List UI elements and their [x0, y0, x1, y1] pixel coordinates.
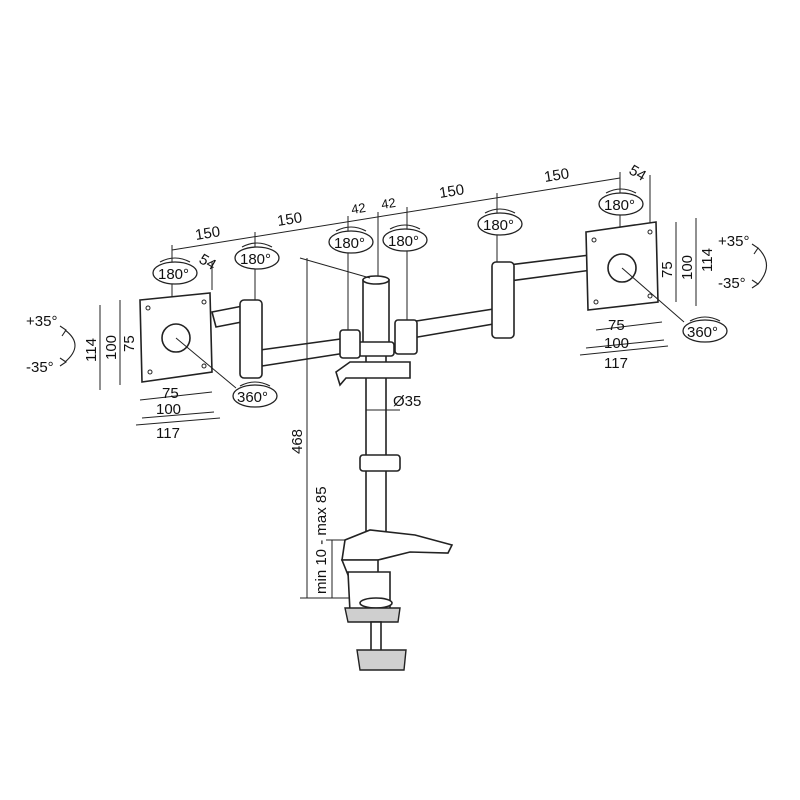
left-vesa-100-h: 100	[156, 401, 181, 418]
left-arm	[211, 299, 361, 379]
rotation-badge-360-right: 360°	[621, 267, 728, 343]
right-vesa-114-v: 114	[699, 248, 716, 272]
right-arm	[394, 254, 593, 355]
left-vesa-75-v: 75	[121, 335, 138, 352]
dim-150-c: 150	[438, 181, 465, 202]
svg-text:180°: 180°	[240, 251, 271, 268]
svg-text:180°: 180°	[483, 217, 514, 234]
tilt-right-down: -35°	[718, 275, 746, 292]
right-vesa-75-v: 75	[659, 261, 676, 278]
right-vesa-100-v: 100	[679, 255, 696, 280]
left-vesa-75-h: 75	[162, 385, 179, 402]
right-vesa-100-h: 100	[604, 335, 629, 352]
height-468: 468	[289, 429, 306, 454]
height-dimension-lines	[299, 257, 400, 599]
svg-text:360°: 360°	[237, 389, 268, 406]
left-vesa-100-v: 100	[103, 335, 120, 360]
left-vesa-117-h: 117	[156, 425, 180, 442]
svg-text:180°: 180°	[604, 197, 635, 214]
dim-54-right: 54	[626, 162, 649, 185]
rotation-badge-right-plate: 180°	[598, 188, 644, 216]
rotation-badge-360-left: 360°	[175, 337, 278, 408]
right-vesa-117-h: 117	[604, 355, 628, 372]
tilt-right-up: +35°	[718, 233, 749, 250]
tilt-right	[751, 243, 768, 289]
rotation-badge-left-arm: 180°	[234, 242, 280, 270]
svg-text:180°: 180°	[388, 233, 419, 250]
left-vesa-114-v: 114	[83, 338, 100, 362]
svg-text:360°: 360°	[687, 324, 718, 341]
left-vesa-plate	[99, 292, 221, 426]
desk-base	[340, 529, 454, 671]
svg-text:180°: 180°	[334, 235, 365, 252]
dim-150-b: 150	[276, 209, 303, 230]
rotation-badge-left-plate: 180°	[152, 257, 198, 285]
dim-42-a: 42	[350, 200, 367, 217]
rotation-badge-left-joint: 180°	[328, 226, 374, 254]
dim-150-d: 150	[543, 165, 570, 186]
pole-diameter: Ø35	[393, 393, 421, 410]
dim-42-b: 42	[380, 195, 397, 212]
tilt-left-up: +35°	[26, 313, 57, 330]
rotation-badge-right-joint: 180°	[382, 224, 428, 252]
rotation-badge-right-arm: 180°	[477, 208, 523, 236]
clamp-range: min 10 - max 85	[313, 486, 330, 594]
right-vesa-plate	[579, 218, 697, 356]
tilt-left	[59, 325, 76, 367]
svg-text:180°: 180°	[158, 266, 189, 283]
right-vesa-75-h: 75	[608, 317, 625, 334]
central-pole	[335, 275, 411, 545]
tilt-left-down: -35°	[26, 359, 54, 376]
dim-150-a: 150	[194, 223, 221, 244]
dim-54-left: 54	[196, 251, 219, 274]
